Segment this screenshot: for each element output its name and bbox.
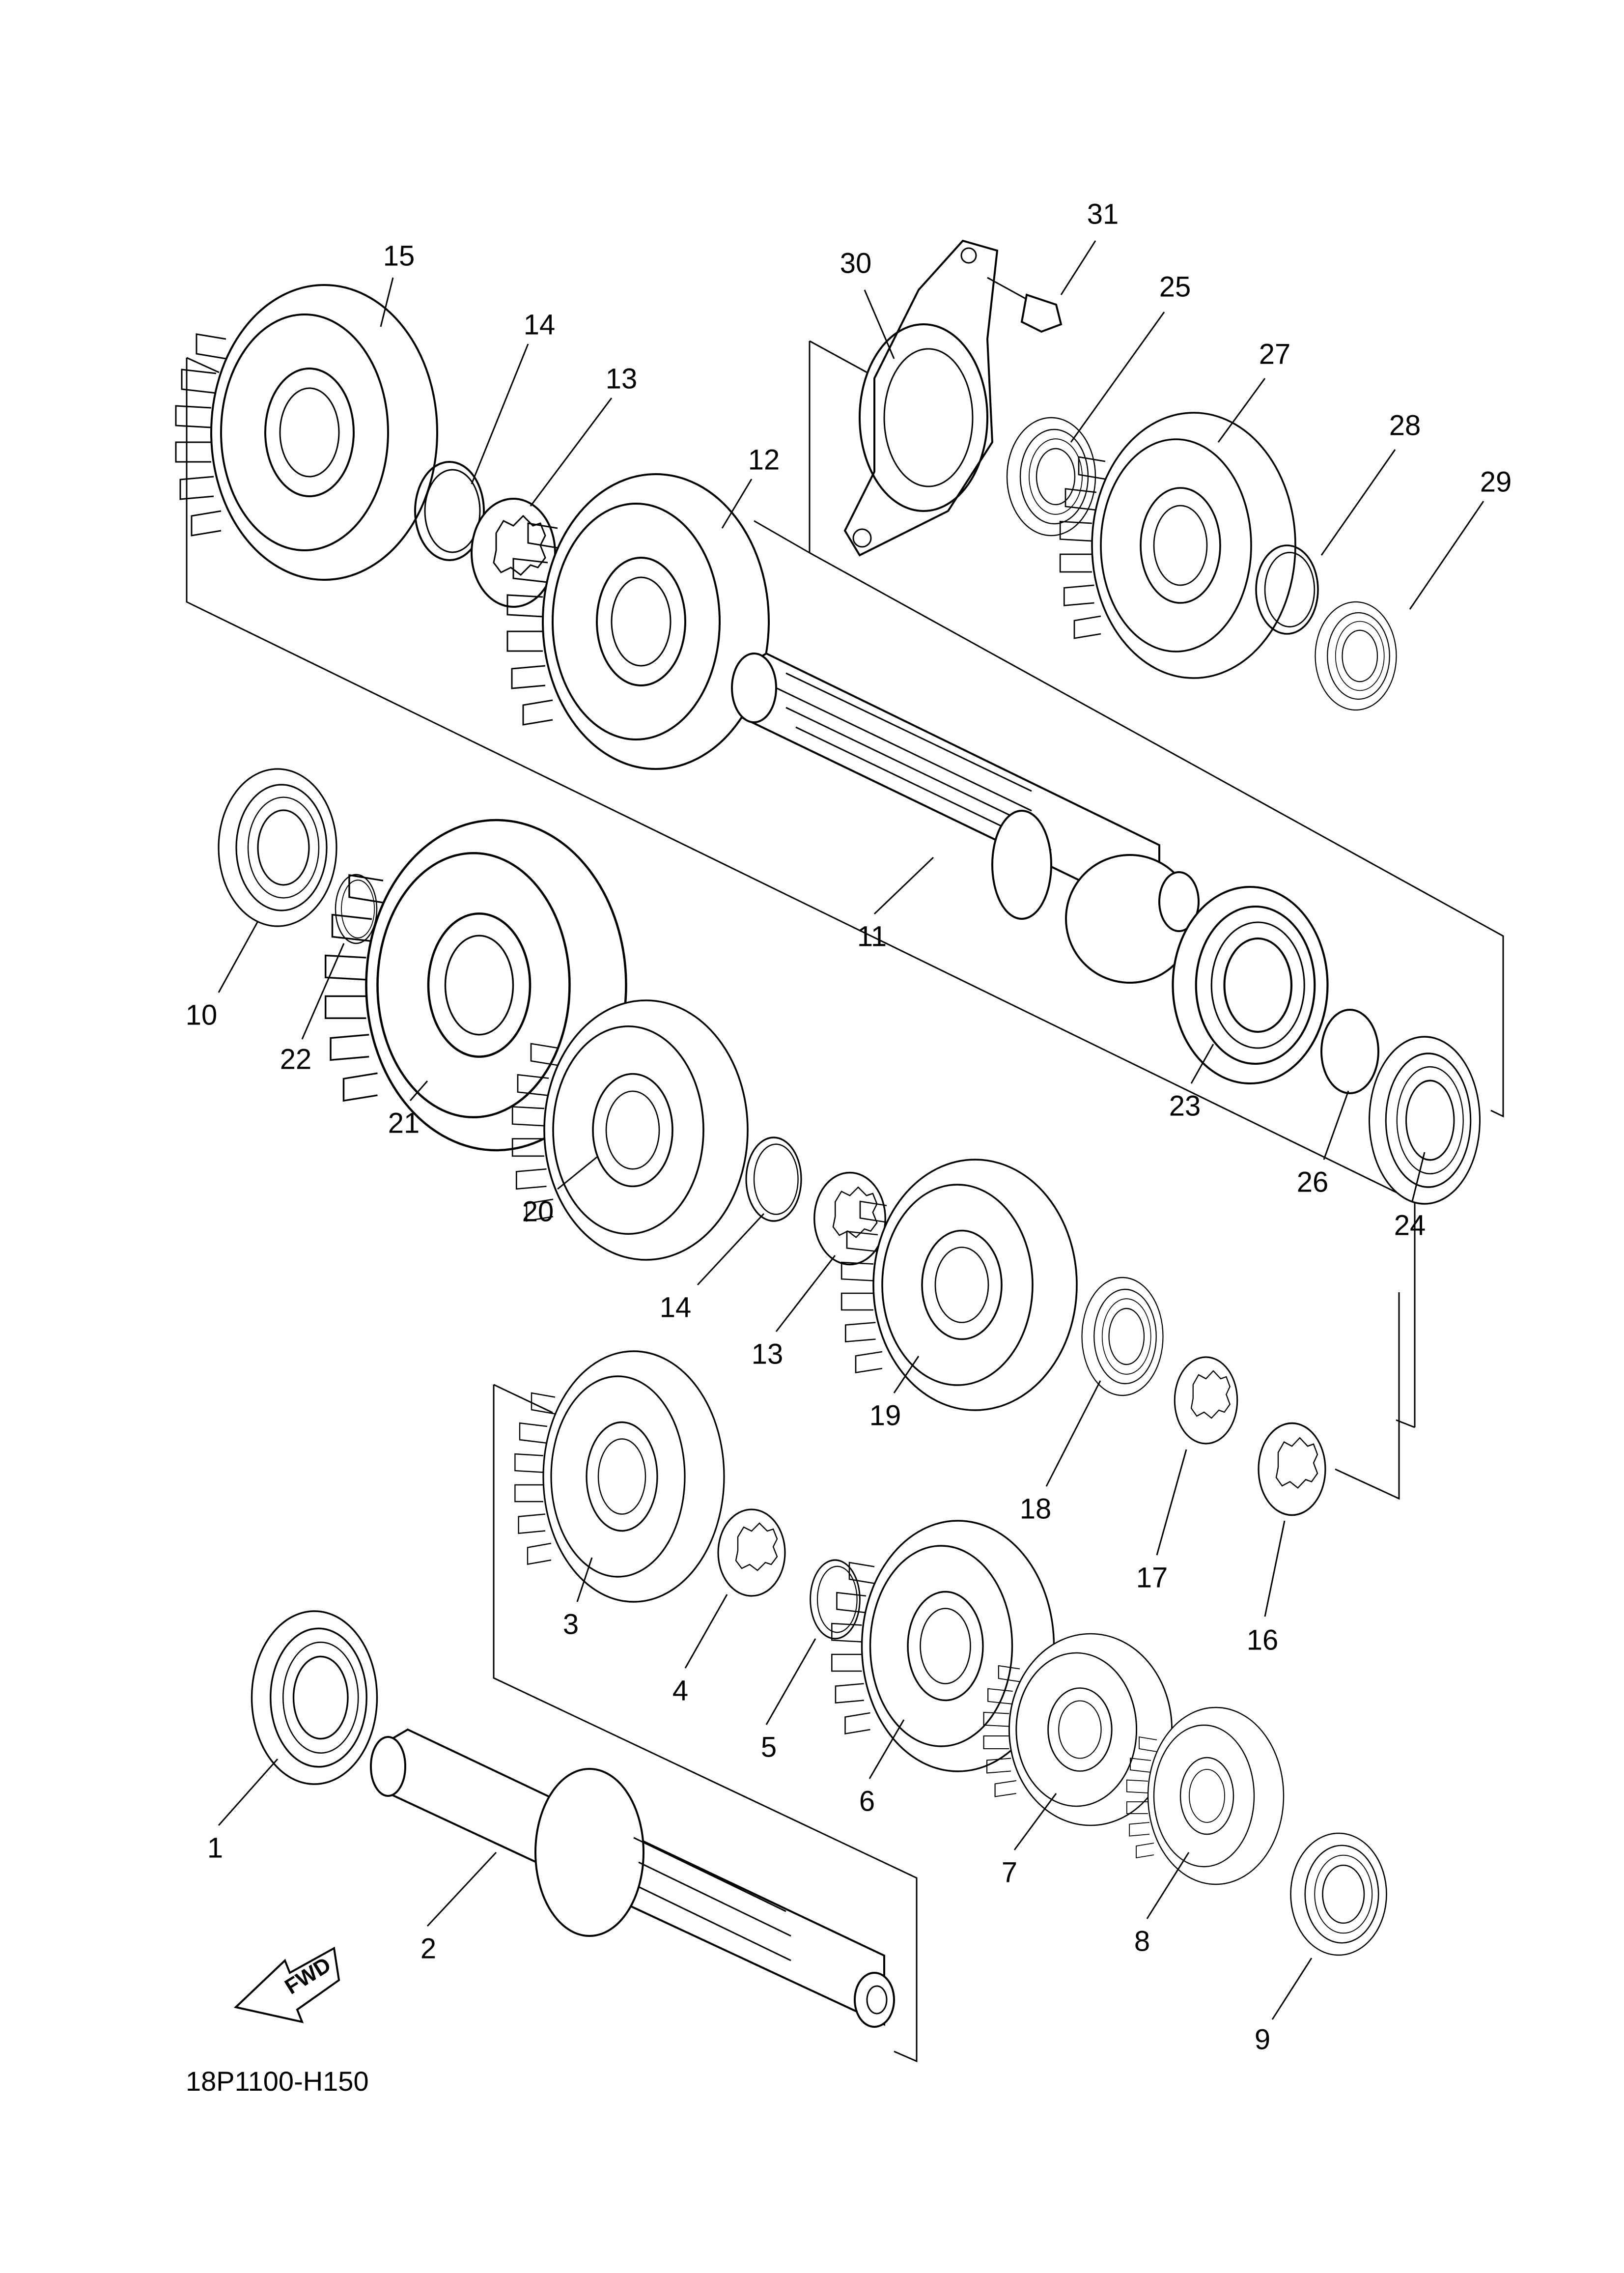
callout-1: 1: [207, 1832, 223, 1864]
callout-11: 11: [857, 920, 887, 952]
callout-13: 13: [606, 363, 638, 395]
callout-6: 6: [859, 1785, 875, 1817]
drive-axle-2: [370, 1728, 895, 2028]
callout-18: 18: [1020, 1493, 1052, 1525]
leader-lines: [218, 240, 1484, 2020]
callout-15: 15: [383, 240, 415, 272]
callout-3: 3: [563, 1608, 579, 1640]
callout-7: 7: [1002, 1856, 1017, 1888]
bracket-30: [843, 239, 999, 557]
callout-9: 9: [1255, 2023, 1270, 2055]
callout-8: 8: [1134, 1925, 1150, 1957]
callout-17: 17: [1136, 1562, 1168, 1593]
callout-28: 28: [1389, 409, 1421, 441]
callout-22: 22: [280, 1043, 312, 1075]
callout-4: 4: [672, 1675, 688, 1706]
callout-14b: 14: [660, 1291, 692, 1323]
callout-13b: 13: [752, 1338, 784, 1370]
callout-20: 20: [522, 1195, 554, 1227]
callout-2: 2: [420, 1932, 436, 1964]
callout-25: 25: [1159, 271, 1191, 303]
callout-29: 29: [1480, 466, 1512, 498]
callout-16: 16: [1247, 1624, 1279, 1656]
callout-26: 26: [1297, 1166, 1329, 1198]
callout-23: 23: [1169, 1090, 1201, 1122]
parts: FWD: [175, 239, 1481, 2028]
callout-5: 5: [761, 1731, 777, 1763]
callout-19: 19: [869, 1399, 901, 1431]
callout-labels: 15 14 13 12 30 31 25 27 28 29 11 10 22 2…: [186, 198, 1512, 2055]
callout-24: 24: [1394, 1209, 1426, 1241]
boundary-lines: [186, 340, 1504, 2063]
diagram-code: 18P1100-H150: [186, 2066, 369, 2097]
bolt-31: [987, 277, 1063, 333]
callout-30: 30: [840, 247, 872, 279]
main-shaft-11: [731, 652, 1200, 984]
callout-21: 21: [388, 1107, 420, 1139]
fwd-arrow-icon: FWD: [233, 1946, 340, 2023]
callout-12: 12: [748, 444, 780, 476]
callout-27: 27: [1259, 338, 1291, 370]
callout-10: 10: [186, 999, 218, 1031]
callout-14: 14: [524, 309, 556, 341]
callout-31: 31: [1087, 198, 1119, 230]
